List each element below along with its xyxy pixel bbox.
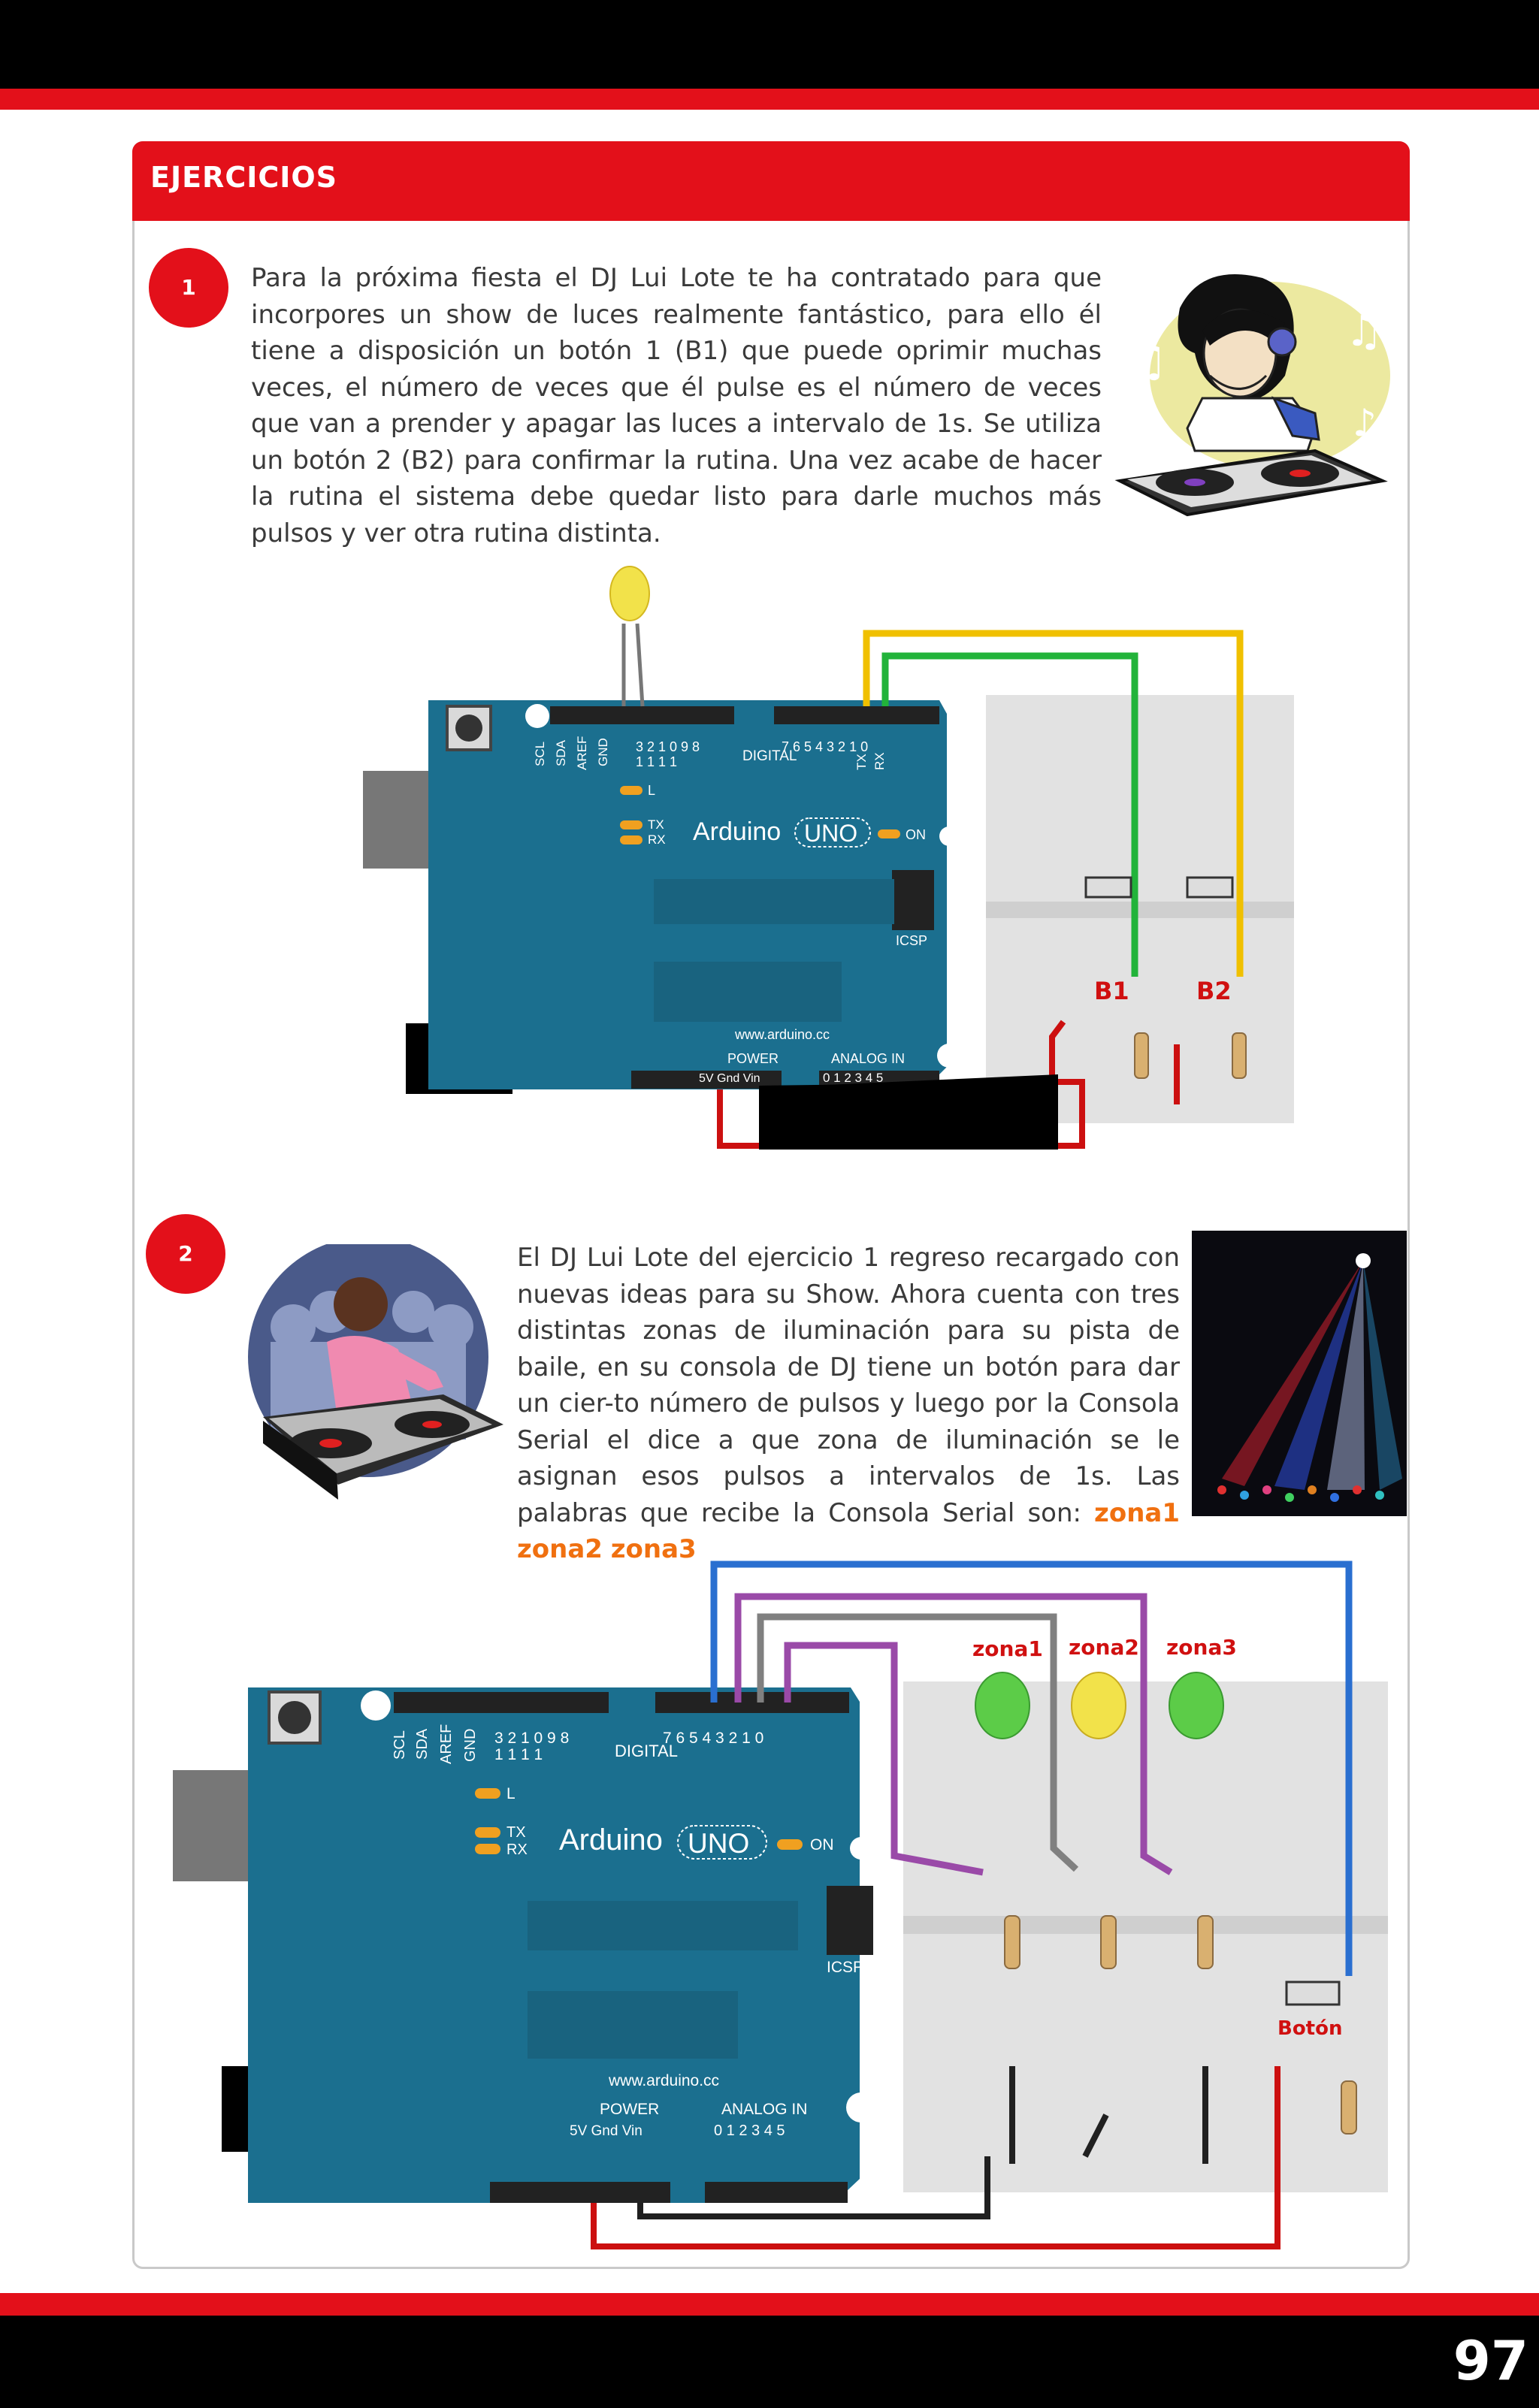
page-number: 97 (1453, 2329, 1528, 2392)
led-label-zona2: zona2 (1069, 1635, 1139, 1660)
arduino-model: UNO (688, 1828, 749, 1859)
arduino-url: www.arduino.cc (608, 2072, 719, 2089)
rx-label: RX (648, 832, 666, 847)
tx-label: TX (506, 1824, 526, 1841)
circuit-diagram-1: SCL SDA AREF GND 3 2 1 0 9 8 1 1 1 1 DIG… (363, 566, 1294, 1150)
svg-text:AREF: AREF (575, 736, 589, 770)
svg-text:7 6 5 4 3 2 1 0: 7 6 5 4 3 2 1 0 (782, 739, 868, 754)
led-label-zona1: zona1 (972, 1636, 1043, 1661)
tx-label: TX (648, 817, 664, 832)
svg-text:1 1 1 1: 1 1 1 1 (494, 1746, 543, 1763)
svg-text:♪: ♪ (1353, 401, 1377, 445)
power-label: POWER (600, 2101, 659, 2118)
icsp-label: ICSP (827, 1959, 863, 1976)
yellow-led (609, 566, 650, 621)
svg-text:5V Gnd Vin: 5V Gnd Vin (699, 1072, 760, 1085)
svg-text:3 2 1 0 9 8: 3 2 1 0 9 8 (494, 1730, 569, 1747)
on-label: ON (810, 1836, 834, 1854)
dj-illustration (248, 1244, 503, 1500)
section-header: EJERCICIOS (132, 141, 1410, 221)
rx-label: RX (506, 1842, 528, 1858)
svg-text:GND: GND (462, 1729, 479, 1762)
svg-text:♫: ♫ (1127, 334, 1168, 387)
button-b1 (1084, 876, 1132, 899)
top-accent-stripe (0, 89, 1539, 110)
on-label: ON (906, 827, 926, 842)
svg-text:3 2 1 0 9 8: 3 2 1 0 9 8 (636, 739, 700, 754)
analog-label: ANALOG IN (831, 1051, 905, 1066)
keyword-zona1: zona1 (1094, 1497, 1180, 1528)
section-title: EJERCICIOS (150, 161, 338, 194)
exercise-number-badge: 1 (149, 248, 228, 328)
svg-text:SDA: SDA (554, 739, 568, 766)
svg-text:RX: RX (872, 752, 887, 770)
led-label-zona3: zona3 (1166, 1635, 1237, 1660)
green-led-zona1 (975, 1672, 1030, 1739)
power-label: POWER (727, 1051, 779, 1066)
digital-label: DIGITAL (615, 1742, 678, 1760)
exercise1-text: Para la próxima fiesta el DJ Lui Lote te… (251, 263, 1102, 548)
top-bar (0, 0, 1539, 89)
analog-pins: 0 1 2 3 4 5 (714, 2122, 785, 2139)
arduino-brand: Arduino (559, 1823, 663, 1857)
button-b1-label: B1 (1094, 977, 1129, 1005)
svg-text:GND: GND (596, 738, 610, 766)
button-b2-label: B2 (1196, 977, 1232, 1005)
arduino-model: UNO (804, 820, 857, 847)
svg-text:SCL: SCL (533, 742, 547, 766)
button-label: Botón (1277, 2017, 1342, 2040)
stage-light-photo (1192, 1231, 1407, 1516)
bottom-bar (0, 2316, 1539, 2408)
arduino-url: www.arduino.cc (734, 1027, 830, 1042)
exercise-number-badge: 2 (146, 1214, 225, 1294)
svg-text:7 6 5 4 3 2 1 0: 7 6 5 4 3 2 1 0 (663, 1730, 763, 1747)
svg-text:AREF: AREF (438, 1724, 455, 1764)
digital-label: DIGITAL (742, 748, 797, 764)
svg-text:♫: ♫ (1345, 307, 1383, 356)
svg-text:5V Gnd Vin: 5V Gnd Vin (570, 2123, 643, 2139)
analog-label: ANALOG IN (721, 2101, 807, 2118)
yellow-led-zona2 (1071, 1672, 1126, 1739)
circuit-diagram-2: SCL SDA AREF GND 3 2 1 0 9 8 1 1 1 1 DIG… (173, 1561, 1388, 2249)
dj-illustration: ♫ ♫ ♪ (1114, 274, 1390, 517)
push-button (1285, 1980, 1341, 2006)
icsp-label: ICSP (896, 933, 927, 948)
keyword-zona2: zona2 (517, 1534, 603, 1564)
svg-text:SDA: SDA (414, 1728, 431, 1760)
arduino-brand: Arduino (693, 817, 781, 846)
svg-text:SCL: SCL (392, 1730, 408, 1760)
green-led-zona3 (1169, 1672, 1224, 1739)
l-led-label: L (506, 1785, 516, 1802)
l-led-label: L (648, 783, 655, 798)
analog-pins: 0 1 2 3 4 5 (823, 1071, 883, 1085)
svg-text:TX: TX (854, 754, 869, 770)
keyword-zona3: zona3 (610, 1534, 697, 1564)
exercise2-text: El DJ Lui Lote del ejercicio 1 regreso r… (517, 1243, 1180, 1528)
button-b2 (1186, 876, 1234, 899)
svg-text:1 1 1 1: 1 1 1 1 (636, 754, 677, 769)
bottom-accent-stripe (0, 2293, 1539, 2316)
